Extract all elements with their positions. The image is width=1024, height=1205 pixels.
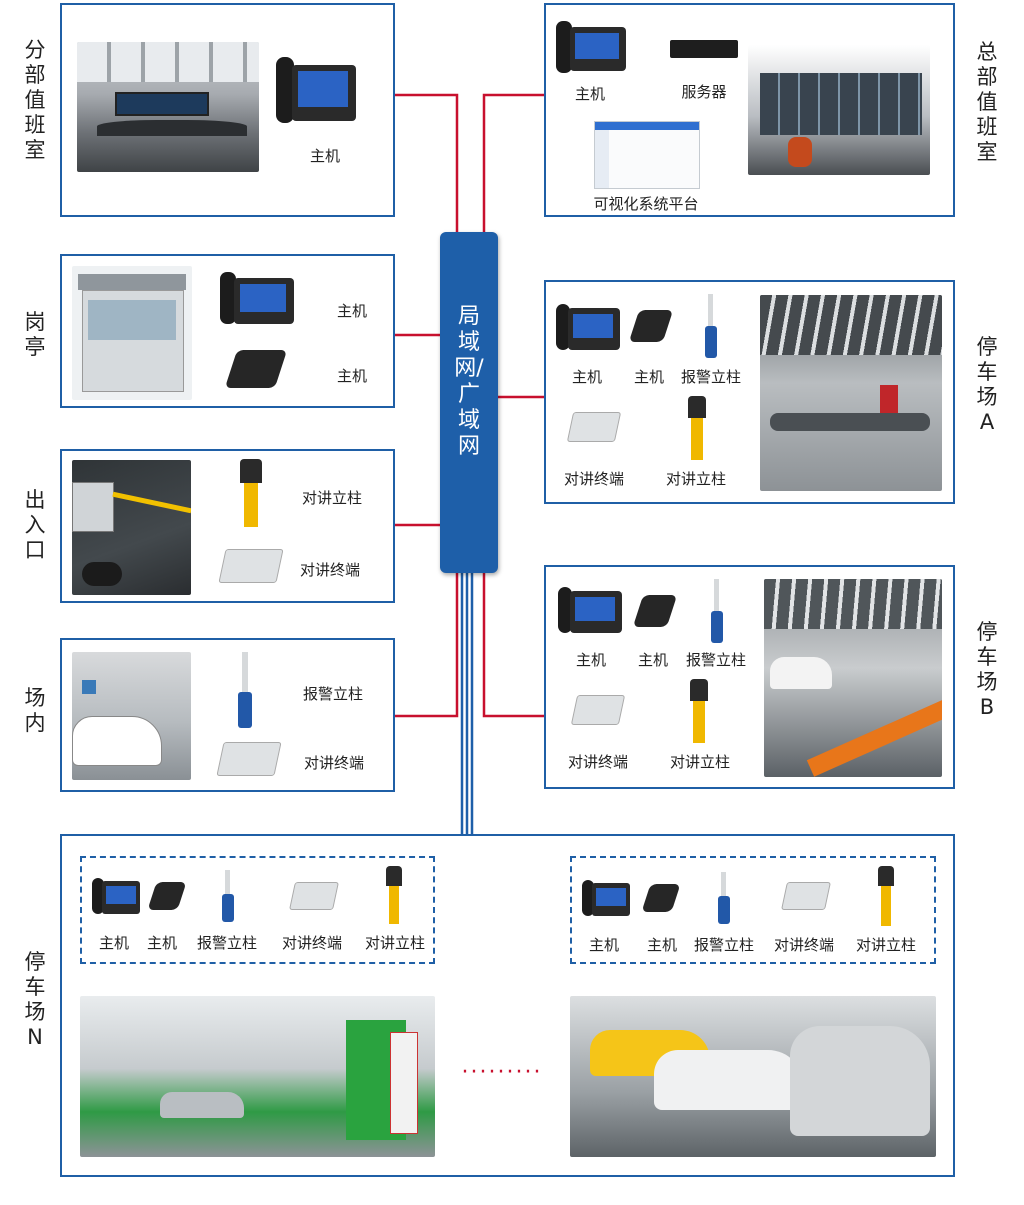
- alarm-post-label: 报警立柱: [196, 934, 258, 952]
- site-title-indoor: 场内: [24, 686, 46, 735]
- desk-phone-icon: [276, 53, 358, 127]
- alarm-post-icon: [708, 579, 726, 643]
- hub-label: 局域网/广域网: [454, 304, 484, 459]
- site-title-parking-a: 停车场A: [976, 335, 998, 434]
- site-parking-b: 主机 主机 报警立柱 对讲终端 对讲立柱: [544, 565, 955, 789]
- alarm-post-icon: [716, 872, 732, 924]
- intercom-terminal-icon: [289, 880, 339, 912]
- intercom-post-label: 对讲立柱: [364, 934, 426, 952]
- desk-phone-icon: [220, 270, 295, 326]
- intercom-post-label: 对讲立柱: [669, 753, 731, 771]
- host-label: 主机: [588, 936, 620, 954]
- intercom-terminal-icon: [781, 880, 831, 912]
- site-title-parking-b: 停车场B: [976, 620, 998, 719]
- site-title-hq-duty: 总部值班室: [976, 40, 998, 164]
- control-room-photo: [77, 42, 259, 172]
- site-branch-duty: 主机: [60, 3, 395, 217]
- intercom-terminal-label: 对讲终端: [567, 753, 629, 771]
- intercom-terminal-label: 对讲终端: [773, 936, 835, 954]
- intercom-post-label: 对讲立柱: [665, 470, 727, 488]
- site-title-branch-duty: 分部值班室: [24, 38, 46, 162]
- host-label: 主机: [571, 368, 603, 386]
- site-title-guard-booth: 岗亭: [24, 310, 46, 359]
- alarm-post-label: 报警立柱: [693, 936, 755, 954]
- network-hub: 局域网/广域网: [440, 232, 498, 573]
- intercom-post-label: 对讲立柱: [301, 489, 363, 507]
- handset-label: 主机: [646, 936, 678, 954]
- link-hq-duty: [482, 93, 544, 232]
- wall-handset-icon: [641, 880, 681, 916]
- server-label: 服务器: [681, 83, 727, 101]
- alarm-post-icon: [702, 294, 720, 358]
- intercom-post-icon: [240, 459, 262, 527]
- intercom-terminal-label: 对讲终端: [281, 934, 343, 952]
- site-title-entrance: 出入口: [24, 488, 46, 562]
- link-indoor: [395, 573, 459, 718]
- site-parking-a: 主机 主机 报警立柱 对讲终端 对讲立柱: [544, 280, 955, 504]
- wall-handset-icon: [628, 306, 674, 348]
- wall-handset-icon: [632, 591, 678, 633]
- intercom-terminal-label: 对讲终端: [563, 470, 625, 488]
- site-guard-booth: 主机 主机: [60, 254, 395, 408]
- handset-label: 主机: [637, 651, 669, 669]
- site-parking-n: 主机 主机 报警立柱 对讲终端 对讲立柱 主机 主机: [60, 834, 955, 1177]
- parking-a-photo: [760, 295, 942, 491]
- handset-label: 主机: [336, 367, 368, 385]
- alarm-post-icon: [220, 870, 236, 922]
- device-group-right: 主机 主机 报警立柱 对讲终端 对讲立柱: [570, 856, 936, 964]
- desk-phone-icon: [92, 876, 140, 914]
- entrance-photo: [72, 460, 191, 595]
- desk-phone-icon: [556, 19, 626, 75]
- host-label: 主机: [309, 147, 341, 165]
- intercom-terminal-icon: [570, 693, 626, 729]
- intercom-post-label: 对讲立柱: [855, 936, 917, 954]
- intercom-terminal-icon: [218, 545, 284, 585]
- server-icon: [670, 40, 738, 58]
- link-parking-b: [482, 573, 544, 718]
- alarm-post-label: 报警立柱: [680, 368, 742, 386]
- desk-phone-icon: [582, 878, 630, 916]
- handset-label: 主机: [633, 368, 665, 386]
- site-title-parking-n: 停车场N: [24, 950, 46, 1049]
- intercom-post-icon: [386, 866, 402, 924]
- intercom-post-icon: [690, 679, 708, 743]
- site-hq-duty: 主机 服务器 可视化系统平台: [544, 3, 955, 217]
- platform-screenshot: [594, 121, 700, 189]
- desk-phone-icon: [556, 302, 620, 350]
- ellipsis: ·········: [461, 1060, 543, 1085]
- guard-booth-photo: [72, 266, 192, 400]
- site-entrance: 对讲立柱 对讲终端: [60, 449, 395, 603]
- wall-handset-icon: [224, 344, 288, 394]
- site-indoor: 报警立柱 对讲终端: [60, 638, 395, 792]
- host-label: 主机: [574, 85, 606, 103]
- handset-label: 主机: [146, 934, 178, 952]
- host-label: 主机: [98, 934, 130, 952]
- platform-label: 可视化系统平台: [593, 195, 699, 213]
- intercom-terminal-icon: [566, 410, 622, 446]
- monitoring-wall-photo: [748, 45, 930, 175]
- intercom-terminal-label: 对讲终端: [303, 754, 365, 772]
- intercom-terminal-icon: [216, 740, 282, 780]
- wall-handset-icon: [147, 878, 187, 914]
- parking-b-photo: [764, 579, 942, 777]
- intercom-post-icon: [878, 866, 894, 926]
- indoor-photo: [72, 652, 191, 780]
- desk-phone-icon: [558, 585, 622, 633]
- host-label: 主机: [336, 302, 368, 320]
- parking-n-photo-right: [570, 996, 936, 1157]
- parking-n-photo-left: [80, 996, 435, 1157]
- intercom-post-icon: [688, 396, 706, 460]
- alarm-post-label: 报警立柱: [685, 651, 747, 669]
- alarm-post-icon: [234, 652, 256, 728]
- device-group-left: 主机 主机 报警立柱 对讲终端 对讲立柱: [80, 856, 435, 964]
- host-label: 主机: [575, 651, 607, 669]
- alarm-post-label: 报警立柱: [302, 685, 364, 703]
- intercom-terminal-label: 对讲终端: [299, 561, 361, 579]
- link-branch-duty: [395, 93, 459, 232]
